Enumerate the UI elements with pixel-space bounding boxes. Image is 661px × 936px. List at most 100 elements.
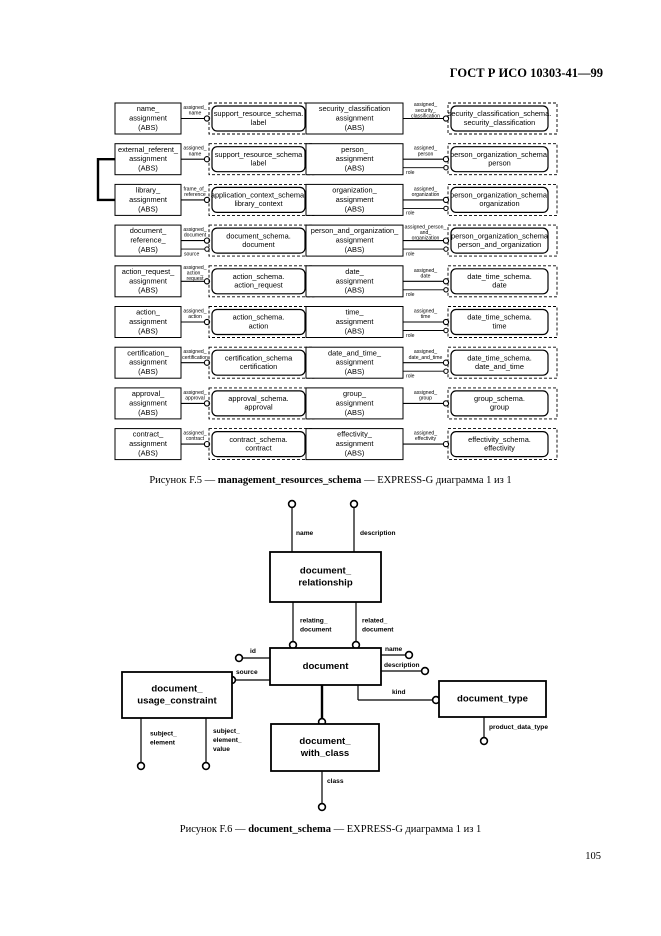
schema-reference-label: approval <box>244 403 273 412</box>
attribute-label: assigned_ <box>414 186 437 192</box>
attribute-label: assigned_ <box>183 309 206 315</box>
schema-reference-box <box>450 105 549 132</box>
entity-box <box>114 143 182 176</box>
relationship-end-marker <box>442 237 450 244</box>
caption-suffix: — EXPRESS-G диаграмма 1 из 1 <box>361 475 512 486</box>
schema-reference-label: person <box>488 158 511 167</box>
schema-reference-label: contract <box>245 443 271 452</box>
attribute-label: assigned_ <box>414 268 437 274</box>
attribute-label: description <box>360 530 396 537</box>
entity-label: assignment <box>336 195 374 204</box>
caption-prefix: Рисунок F.5 — <box>149 475 218 486</box>
schema-reference-label: person_organization_schema. <box>450 150 549 159</box>
schema-reference-label: organization <box>479 199 519 208</box>
entity-label: (ABS) <box>345 448 365 457</box>
document-with-class-entity-label: with_class <box>300 748 350 759</box>
attribute-label: assigned_ <box>183 349 206 355</box>
schema-reference-label: person_organization_schema <box>451 231 549 240</box>
entity-label: (ABS) <box>138 326 158 335</box>
schema-reference-label: document <box>242 240 274 249</box>
schema-reference-label: time <box>493 321 507 330</box>
attribute-label: element <box>150 739 176 746</box>
attribute-label: assigned_ <box>414 146 437 152</box>
schema-reference-box <box>450 146 549 173</box>
schema-reference-label: date <box>492 281 506 290</box>
entity-label: (ABS) <box>138 164 158 173</box>
entity-label: (ABS) <box>138 286 158 295</box>
entity-label: action_ <box>136 308 161 317</box>
attribute-label: assigned_ <box>414 102 437 108</box>
attribute-label: organization <box>412 192 440 198</box>
schema-reference-box <box>211 308 306 336</box>
schema-reference-box <box>450 186 549 213</box>
schema-reference-label: person_organization_schema. <box>450 191 549 200</box>
schema-reference-label: group_schema. <box>474 394 525 403</box>
attribute-label: relating_ <box>300 617 328 624</box>
attribute-label: name <box>385 646 403 653</box>
relation-end-marker <box>317 802 327 812</box>
attribute-label: description <box>384 662 420 669</box>
entity-label: assignment <box>129 276 167 285</box>
schema-reference-label: action_schema. <box>233 272 285 281</box>
entity-label: assignment <box>129 439 167 448</box>
schema-reference-label: date_time_schema. <box>467 313 532 322</box>
attribute-label: subject_ <box>213 728 240 735</box>
schema-reference-label: certification_schema <box>225 353 293 362</box>
attribute-label: assigned_ <box>183 390 206 396</box>
page-header: ГОСТ Р ИСО 10303-41—99 <box>449 66 603 80</box>
attribute-label: date_and_time <box>409 355 443 361</box>
entity-box <box>114 306 182 338</box>
entity-label: time_ <box>345 308 364 317</box>
document-usage-constraint-entity-label: document_ <box>151 684 203 695</box>
caption-prefix: Рисунок F.6 — <box>179 824 249 835</box>
attribute-label: frame_of_ <box>184 186 207 192</box>
entity-label: (ABS) <box>138 204 158 213</box>
page-number: 105 <box>585 851 601 862</box>
schema-reference-box <box>450 268 549 295</box>
relationship-end-marker <box>203 196 211 204</box>
entity-box <box>305 224 404 257</box>
relationship-end-marker <box>442 440 450 448</box>
attribute-label: subject_ <box>150 730 177 737</box>
entity-box <box>305 428 404 461</box>
attribute-label: role <box>406 374 415 380</box>
schema-reference-label: person_and_organization <box>458 240 541 249</box>
relationship-end-marker <box>442 278 450 285</box>
attribute-label: class <box>327 778 344 785</box>
entity-label: document_ <box>130 226 167 235</box>
relationship-end-marker <box>203 440 211 448</box>
entity-label: person_and_organization_ <box>311 226 399 235</box>
entity-label: assignment <box>336 154 374 163</box>
attribute-label: assigned_ <box>183 146 206 152</box>
relation-end-marker <box>287 499 297 509</box>
figure-f5-caption: Рисунок F.5 — management_resources_schem… <box>0 475 661 486</box>
attribute-label: effectivity <box>415 436 437 442</box>
attribute-label: contract <box>186 436 205 442</box>
entity-label: assignment <box>336 113 374 122</box>
entity-label: assignment <box>129 154 167 163</box>
entity-label: assignment <box>129 195 167 204</box>
supertype-link <box>96 157 115 202</box>
schema-reference-box <box>211 431 306 458</box>
schema-reference-label: security_classification <box>464 118 535 127</box>
schema-reference-label: library_context <box>234 199 282 208</box>
attribute-label: element_ <box>213 737 242 744</box>
relationship-end-marker <box>203 318 211 326</box>
schema-reference-label: action_request <box>234 281 282 290</box>
entity-label: (ABS) <box>345 326 365 335</box>
entity-label: assignment <box>129 113 167 122</box>
schema-reference-box <box>211 349 306 376</box>
attribute-label: related_ <box>362 617 388 624</box>
document-with-class-entity-label: document_ <box>299 736 351 747</box>
attribute-label: product_data_type <box>489 724 548 731</box>
entity-label: (ABS) <box>345 408 365 417</box>
entity-label: assignment <box>336 236 374 245</box>
attribute-label: organization <box>412 236 440 242</box>
document-type-entity <box>438 680 547 718</box>
attribute-label: name <box>189 151 202 157</box>
attribute-label: name <box>296 530 314 537</box>
document-type-entity-label: document_type <box>457 694 528 705</box>
schema-reference-box <box>211 227 306 254</box>
entity-label: reference_ <box>130 236 166 245</box>
